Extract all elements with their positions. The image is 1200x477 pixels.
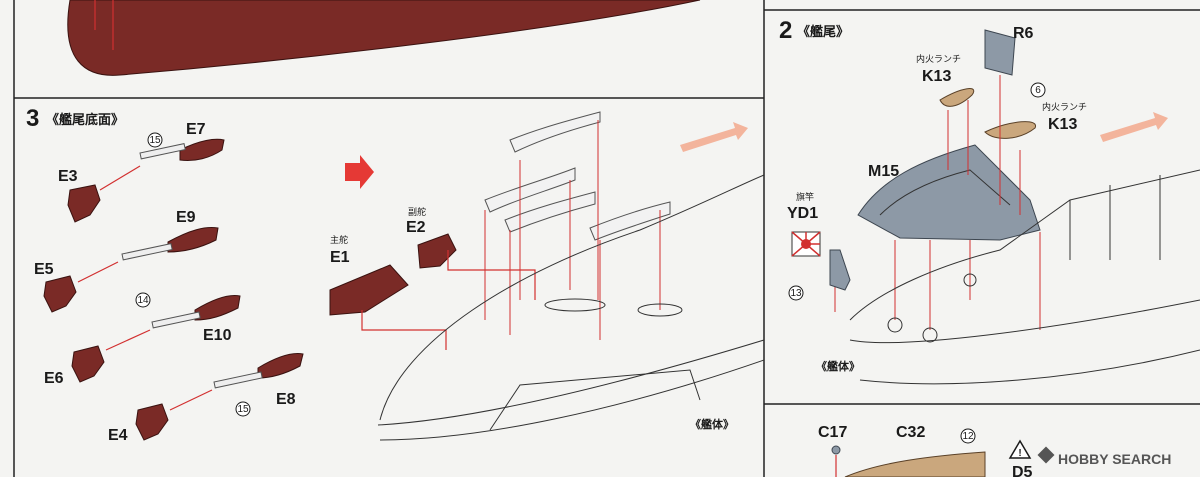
flag-pole-yd1 [829,249,851,291]
circle-6: 6 [1035,85,1041,96]
assembly-arrow [99,165,141,191]
deck-part-m15 [857,144,1041,241]
step3-title: 《艦尾底面》 [46,112,124,127]
label-e6: E6 [44,370,64,387]
launch-k13-right [984,121,1036,139]
step2-title: 《艦尾》 [797,24,849,39]
propeller-e3 [67,184,101,223]
label-e10: E10 [203,327,232,344]
hull-label-step2: 《艦体》 [816,359,860,373]
label-e1: E1 [330,249,350,266]
propeller-e6 [71,345,105,383]
label-r6: R6 [1013,25,1034,42]
label-k13b: K13 [1048,116,1077,133]
label-e3: E3 [58,168,78,185]
assembly-arrow [77,261,119,283]
warning-icon: ! [1008,439,1032,459]
hull-underside [377,174,765,441]
label-c17: C17 [818,424,847,441]
shaft-strut-parts [484,111,671,241]
assembly-arrow [447,250,536,300]
hull-label-step3: 《艦体》 [690,417,734,431]
hull-stern [849,169,1200,385]
propeller-shaft-e8 [213,353,304,389]
label-c32: C32 [896,424,925,441]
label-e2-note: 副舵 [408,206,426,217]
label-yd1: YD1 [787,205,818,222]
circle-13: 13 [790,288,802,299]
label-e5: E5 [34,261,54,278]
assembly-arrow [169,389,213,411]
label-k13a-note: 内火ランチ [916,53,961,64]
step2-number: 2 [779,17,792,44]
assembly-arrow [105,329,151,351]
propeller-shaft-e10 [151,295,241,329]
label-m15: M15 [868,163,899,180]
label-e4: E4 [108,427,128,444]
label-d5: D5 [1012,464,1033,477]
step2-arrows [834,75,1041,330]
launch-k13-left [939,88,975,107]
watermark-logo: HOBBY SEARCH [1037,446,1171,467]
label-yd1-note: 旗竿 [796,191,814,202]
propeller-e4 [135,403,169,441]
part-r6 [984,29,1016,76]
circle-15b: 15 [237,404,249,415]
part-c17 [831,445,841,477]
label-e2: E2 [406,219,426,236]
label-k13b-note: 内火ランチ [1042,101,1087,112]
step3-number: 3 [26,105,39,132]
rudder-e1 [329,264,409,316]
svg-text:!: ! [1018,448,1021,459]
label-e1-note: 主舵 [330,234,348,245]
previous-step-hull [67,0,701,76]
next-arrow-icon [345,155,374,189]
label-k13a: K13 [922,68,951,85]
label-e9: E9 [176,209,196,226]
direction-arrow-icon [1100,112,1168,142]
label-e8: E8 [276,391,296,408]
propeller-shaft-e9 [121,227,219,261]
propeller-shaft-e7 [139,138,225,161]
rudder-e2 [417,233,457,269]
label-e7: E7 [186,121,206,138]
watermark-text: HOBBY SEARCH [1058,451,1171,467]
assembly-arrow [361,310,447,350]
propeller-e5 [43,275,77,313]
rising-sun-flag-icon [791,231,821,257]
circle-12: 12 [962,431,974,442]
direction-arrow-icon [680,122,748,152]
circle-14: 14 [137,295,149,306]
deck-part-c32 [844,451,986,477]
circle-15a: 15 [149,135,161,146]
